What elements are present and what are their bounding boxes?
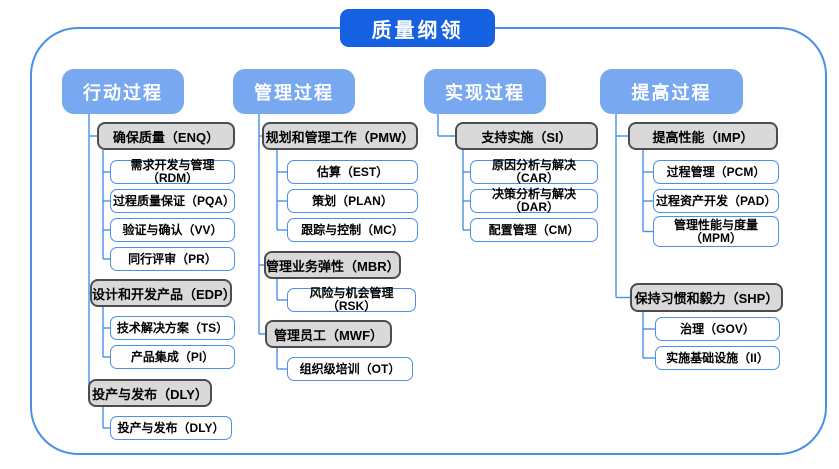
leaf-node-OT: 组织级培训（OT） [287, 357, 413, 381]
group-node-MWF: 管理员工（MWF） [265, 320, 392, 348]
leaf-node-GOV: 治理（GOV） [655, 317, 780, 341]
diagram-title: 质量纲领 [340, 9, 495, 47]
leaf-node-DLY-sub: 投产与发布（DLY） [110, 416, 232, 440]
group-node-ENQ: 确保质量（ENQ） [97, 122, 235, 150]
leaf-node-MC: 跟踪与控制（MC） [287, 218, 418, 242]
leaf-node-RSK: 风险与机会管理（RSK） [287, 287, 416, 313]
leaf-node-PQA: 过程质量保证（PQA） [110, 189, 235, 213]
group-node-DLY: 投产与发布（DLY） [88, 379, 212, 407]
group-node-PMW: 规划和管理工作（PMW） [262, 122, 418, 150]
leaf-node-PCM: 过程管理（PCM） [653, 160, 779, 184]
column-header-improvement: 提高过程 [600, 69, 743, 114]
group-node-SHP: 保持习惯和毅力（SHP） [630, 283, 783, 312]
leaf-node-PLAN: 策划（PLAN） [287, 189, 418, 213]
column-header-management: 管理过程 [233, 69, 355, 114]
leaf-node-MPM: 管理性能与度量（MPM） [653, 216, 779, 247]
group-node-MBR: 管理业务弹性（MBR） [264, 251, 401, 279]
leaf-node-VV: 验证与确认（VV） [110, 218, 235, 242]
leaf-node-PAD: 过程资产开发（PAD） [653, 189, 779, 213]
leaf-node-RDM: 需求开发与管理（RDM） [110, 159, 235, 185]
leaf-node-EST: 估算（EST） [287, 160, 418, 184]
leaf-node-PR: 同行评审（PR） [110, 247, 235, 271]
leaf-node-PI: 产品集成（PI） [110, 345, 235, 369]
leaf-node-CM: 配置管理（CM） [470, 218, 598, 242]
group-node-IMP: 提高性能（IMP） [628, 122, 778, 150]
leaf-node-CAR: 原因分析与解决（CAR） [470, 159, 598, 185]
group-node-SI: 支持实施（SI） [455, 122, 598, 150]
column-header-action: 行动过程 [62, 69, 184, 114]
leaf-node-II: 实施基础设施（II） [655, 346, 780, 370]
column-header-implementation: 实现过程 [424, 69, 546, 114]
leaf-node-DAR: 决策分析与解决（DAR） [470, 188, 598, 214]
leaf-node-TS: 技术解决方案（TS） [110, 316, 235, 340]
group-node-EDP: 设计和开发产品（EDP） [90, 279, 236, 307]
